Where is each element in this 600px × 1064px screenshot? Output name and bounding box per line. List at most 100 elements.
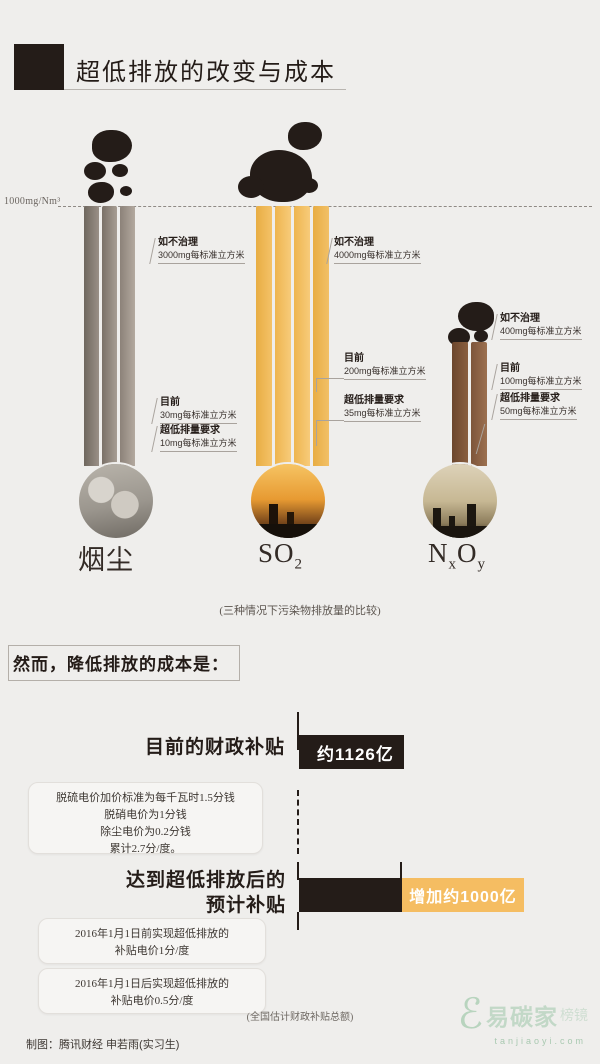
smoke-blob	[238, 176, 264, 198]
annotation-value: 50mg每标准立方米	[500, 405, 577, 420]
baseline-bottom	[297, 912, 299, 930]
bar-untreated-so2-2	[275, 206, 291, 466]
leader-line	[491, 364, 498, 390]
annotation-current-so2: 目前 200mg每标准立方米	[344, 352, 426, 380]
bar-untreated-so2	[256, 206, 272, 466]
photo-nox-image	[423, 464, 497, 538]
bar-current-nox	[471, 342, 487, 466]
current-subsidy-label: 目前的财政补贴	[144, 737, 285, 758]
future-subsidy-bar-increase: 增加约1000亿	[402, 878, 524, 912]
annotation-value: 10mg每标准立方米	[160, 437, 237, 452]
note-line: 除尘电价为0.2分钱	[100, 826, 191, 838]
annotation-title: 超低排量要求	[344, 395, 404, 406]
annotation-value: 3000mg每标准立方米	[158, 249, 245, 264]
pollutant-name-so2: SO2	[258, 538, 303, 573]
smoke-blob	[84, 162, 106, 180]
annotation-value: 30mg每标准立方米	[160, 409, 237, 424]
note-line: 补贴电价1分/度	[114, 945, 190, 957]
annotation-untreated-so2: 如不治理 4000mg每标准立方米	[334, 236, 421, 264]
bar-group-nox	[452, 342, 492, 466]
future-note-after-2016: 2016年1月1日后实现超低排放的 补贴电价0.5分/度	[38, 968, 266, 1014]
note-line: 累计2.7分/度。	[109, 843, 182, 855]
smoke-blob	[88, 182, 114, 203]
current-subsidy-bar: 约1126亿	[299, 735, 404, 769]
future-subsidy-label-line2: 预计补贴	[205, 895, 286, 916]
smoke-blob	[458, 302, 494, 331]
watermark-domain: tanjiaoyi.com	[494, 1036, 586, 1046]
pollutant-name-so2-main: SO	[258, 538, 295, 568]
axis-label-text: 1000mg/Nm³	[4, 196, 61, 207]
annotation-current-nox: 目前 100mg每标准立方米	[500, 362, 582, 390]
annotation-title: 目前	[500, 363, 520, 374]
leader-line	[491, 394, 498, 420]
bar-ultralow-so2	[313, 206, 329, 466]
future-subsidy-label-line1: 达到超低排放后的	[125, 870, 286, 891]
annotation-title: 目前	[160, 397, 180, 408]
annotation-title: 如不治理	[158, 237, 198, 248]
annotation-value: 35mg每标准立方米	[344, 407, 421, 422]
cost-caption: (全国估计财政补贴总额)	[246, 1012, 354, 1023]
pollutant-name-so2-sub: 2	[294, 556, 304, 573]
credit-text: 制图：腾讯财经 申若雨(实习生)	[26, 1039, 180, 1051]
leader-line	[316, 420, 317, 446]
watermark-text: 易碳家	[486, 1004, 558, 1030]
cost-section-heading: 然而，降低排放的成本是：	[8, 645, 240, 681]
note-line: 2016年1月1日前实现超低排放的	[75, 928, 229, 940]
bar-current-dust	[120, 206, 135, 466]
note-line: 补贴电价0.5分/度	[110, 995, 194, 1007]
baseline-top	[297, 712, 299, 750]
watermark-logo-icon: ℰ	[457, 992, 483, 1038]
bar-current-so2	[294, 206, 310, 466]
chart-caption: (三种情况下污染物排放量的比较)	[219, 605, 381, 617]
future-subsidy-label: 达到超低排放后的 预计补贴	[86, 868, 286, 918]
title-block-icon	[14, 44, 64, 90]
note-line: 脱硝电价为1分钱	[104, 809, 187, 821]
annotation-value: 200mg每标准立方米	[344, 365, 426, 380]
leader-line	[151, 398, 158, 424]
current-subsidy-note: 脱硫电价加价标准为每千瓦时1.5分钱 脱硝电价为1分钱 除尘电价为0.2分钱 累…	[28, 782, 263, 855]
bar-group-dust	[84, 206, 144, 466]
bar-group-so2	[256, 206, 332, 466]
note-line: 脱硫电价加价标准为每千瓦时1.5分钱	[56, 792, 235, 804]
leader-line	[316, 378, 344, 379]
annotation-untreated-nox: 如不治理 400mg每标准立方米	[500, 312, 582, 340]
leader-line	[316, 420, 344, 421]
note-line: 2016年1月1日后实现超低排放的	[75, 978, 229, 990]
photo-nox	[421, 462, 499, 540]
tick-increase	[400, 862, 402, 878]
annotation-current-dust: 目前 30mg每标准立方米	[160, 396, 237, 424]
leader-line	[149, 238, 156, 264]
annotation-untreated-dust: 如不治理 3000mg每标准立方米	[158, 236, 245, 264]
pollutant-name-dust: 烟尘	[78, 545, 134, 575]
pollutant-name-nox: NxOy	[428, 538, 486, 573]
annotation-value: 400mg每标准立方米	[500, 325, 582, 340]
bar-untreated-dust-2	[102, 206, 117, 466]
future-subsidy-bar-base	[299, 878, 402, 912]
smoke-blob	[288, 122, 322, 150]
annotation-title: 超低排量要求	[500, 393, 560, 404]
current-subsidy-value: 约1126亿	[317, 744, 394, 764]
photo-so2-image	[251, 464, 325, 538]
annotation-value: 100mg每标准立方米	[500, 375, 582, 390]
bar-untreated-dust	[84, 206, 99, 466]
photo-dust-image	[79, 464, 153, 538]
page-title: 超低排放的改变与成本	[14, 44, 346, 90]
smoke-blob	[92, 130, 132, 162]
photo-so2	[249, 462, 327, 540]
leader-line	[151, 426, 158, 452]
photo-dust	[77, 462, 155, 540]
smoke-blob	[112, 164, 128, 177]
annotation-title: 如不治理	[500, 313, 540, 324]
future-note-before-2016: 2016年1月1日前实现超低排放的 补贴电价1分/度	[38, 918, 266, 964]
baseline-mid	[297, 862, 299, 880]
baseline-dashed	[297, 790, 299, 854]
watermark: ℰ 易碳家 榜镜	[458, 994, 588, 1036]
annotation-ultralow-dust: 超低排量要求 10mg每标准立方米	[160, 424, 237, 452]
page-title-text: 超低排放的改变与成本	[64, 52, 346, 90]
annotation-ultralow-so2: 超低排量要求 35mg每标准立方米	[344, 394, 421, 422]
annotation-title: 目前	[344, 353, 364, 364]
future-subsidy-increase-value: 增加约1000亿	[409, 889, 517, 906]
watermark-sub: 榜镜	[560, 1007, 588, 1023]
leader-line	[316, 378, 317, 392]
bar-untreated-nox	[452, 342, 468, 466]
